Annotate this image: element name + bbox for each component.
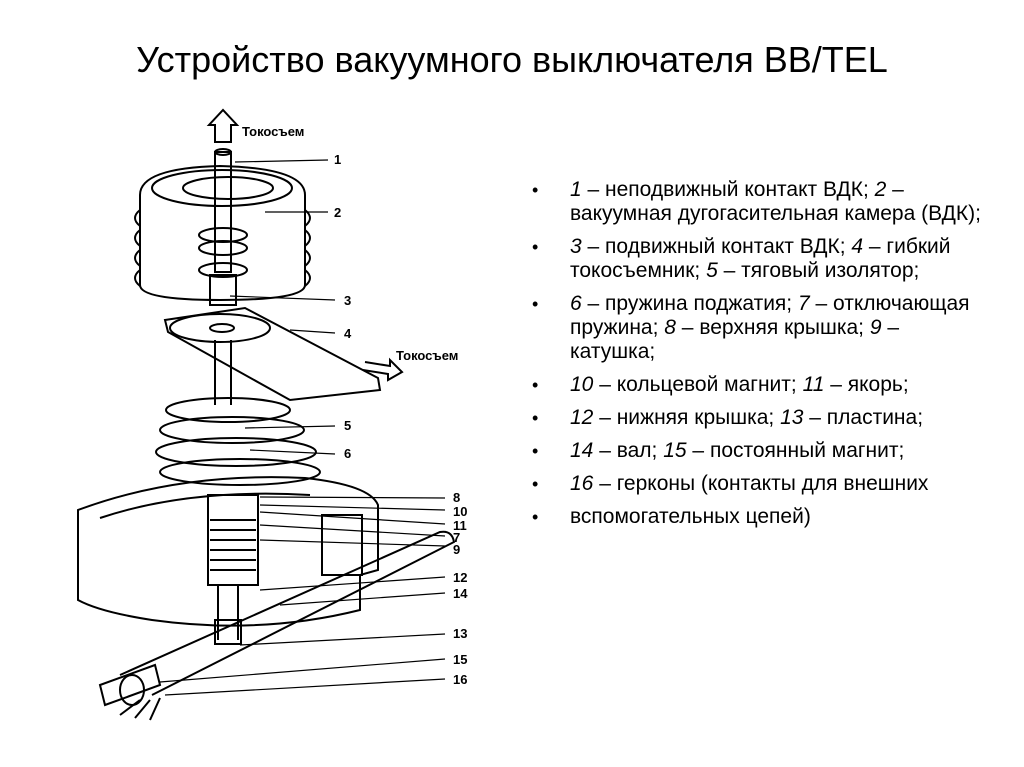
num-2: 2 (334, 205, 341, 220)
part-text: – пружина поджатия; (581, 292, 798, 315)
part-text: – вакуумная дугогасительная камера (ВДК)… (570, 178, 981, 225)
num-9: 9 (453, 542, 460, 557)
part-text: – катушка; (570, 316, 900, 363)
bullet-icon: • (532, 408, 539, 428)
num-5: 5 (344, 418, 351, 433)
part-number: 16 (570, 472, 594, 495)
num-7: 7 (453, 530, 460, 545)
num-15: 15 (453, 652, 467, 667)
part-number: 8 (664, 316, 676, 339)
bullet-icon: • (532, 180, 539, 200)
part-text: – пластина; (803, 406, 924, 429)
bullet-icon: • (532, 441, 539, 461)
num-8: 8 (453, 490, 460, 505)
num-4: 4 (344, 326, 352, 341)
part-number: 6 (570, 292, 582, 315)
list-item: • 12 – нижняя крышка; 13 – пластина; (530, 406, 990, 430)
list-item: • 16 – герконы (контакты для внешних (530, 472, 990, 496)
num-10: 10 (453, 504, 467, 519)
list-item: • 3 – подвижный контакт ВДК; 4 – гибкий т… (530, 235, 990, 283)
num-1: 1 (334, 152, 341, 167)
part-numbers: 1 2 3 4 5 6 8 10 11 7 9 12 14 13 15 16 (334, 152, 468, 687)
slide-title: Устройство вакуумного выключателя BB/TEL (136, 39, 888, 80)
part-number: 7 (797, 292, 810, 315)
parts-list: • 1 – неподвижный контакт ВДК; 2 – вакуум… (530, 178, 990, 538)
part-text: – кольцевой магнит; (593, 373, 803, 396)
breaker-diagram: Токосъем Токосъем 1 2 3 4 5 6 8 10 11 7 … (60, 100, 520, 760)
current-arrow-side-icon (362, 357, 404, 382)
list-item: • 6 – пружина поджатия; 7 – отключающая п… (530, 292, 990, 364)
side-current-label: Токосъем (396, 348, 458, 363)
bullet-icon: • (532, 507, 539, 527)
list-item: • вспомогательных цепей) (530, 505, 990, 529)
part-text: – верхняя крышка; (675, 316, 870, 339)
part-text: – гибкий токосъемник; (570, 235, 951, 282)
list-item: • 14 – вал; 15 – постоянный магнит; (530, 439, 990, 463)
part-text: – тяговый изолятор; (717, 259, 920, 282)
part-number: 5 (706, 259, 718, 282)
part-text: – якорь; (824, 373, 909, 396)
part-number: 12 (570, 406, 594, 429)
part-number: 3 (570, 235, 582, 258)
num-11: 11 (453, 518, 467, 533)
bullet-icon: • (532, 237, 539, 257)
bullet-icon: • (532, 294, 539, 314)
num-16: 16 (453, 672, 467, 687)
bullet-icon: • (532, 474, 539, 494)
list-item: • 1 – неподвижный контакт ВДК; 2 – вакуум… (530, 178, 990, 226)
part-number: 10 (570, 373, 594, 396)
part-text: – отключающая пружина; (570, 292, 970, 339)
part-text: – неподвижный контакт ВДК; (581, 178, 875, 201)
num-13: 13 (453, 626, 467, 641)
list-item: • 10 – кольцевой магнит; 11 – якорь; (530, 373, 990, 397)
part-text: – герконы (контакты для внешних (593, 472, 929, 495)
part-number: 2 (874, 178, 887, 201)
num-12: 12 (453, 570, 467, 585)
part-number: 9 (869, 316, 882, 339)
breaker-drawing: Токосъем Токосъем 1 2 3 4 5 6 8 10 11 7 … (77, 108, 468, 721)
part-number: 13 (780, 406, 804, 429)
num-6: 6 (344, 446, 351, 461)
part-text: вспомогательных цепей) (570, 505, 811, 528)
part-text: – нижняя крышка; (593, 406, 781, 429)
num-3: 3 (344, 293, 351, 308)
part-text: – подвижный контакт ВДК; (581, 235, 852, 258)
part-number: 11 (802, 373, 825, 396)
part-number: 14 (570, 439, 594, 462)
part-number: 1 (570, 178, 582, 201)
top-current-label: Токосъем (242, 124, 304, 139)
part-text: – постоянный магнит; (686, 439, 905, 462)
current-arrow-up-icon (206, 108, 240, 143)
part-number: 4 (851, 235, 864, 258)
bullet-icon: • (532, 375, 539, 395)
part-text: – вал; (593, 439, 664, 462)
part-number: 15 (663, 439, 687, 462)
num-14: 14 (453, 586, 468, 601)
